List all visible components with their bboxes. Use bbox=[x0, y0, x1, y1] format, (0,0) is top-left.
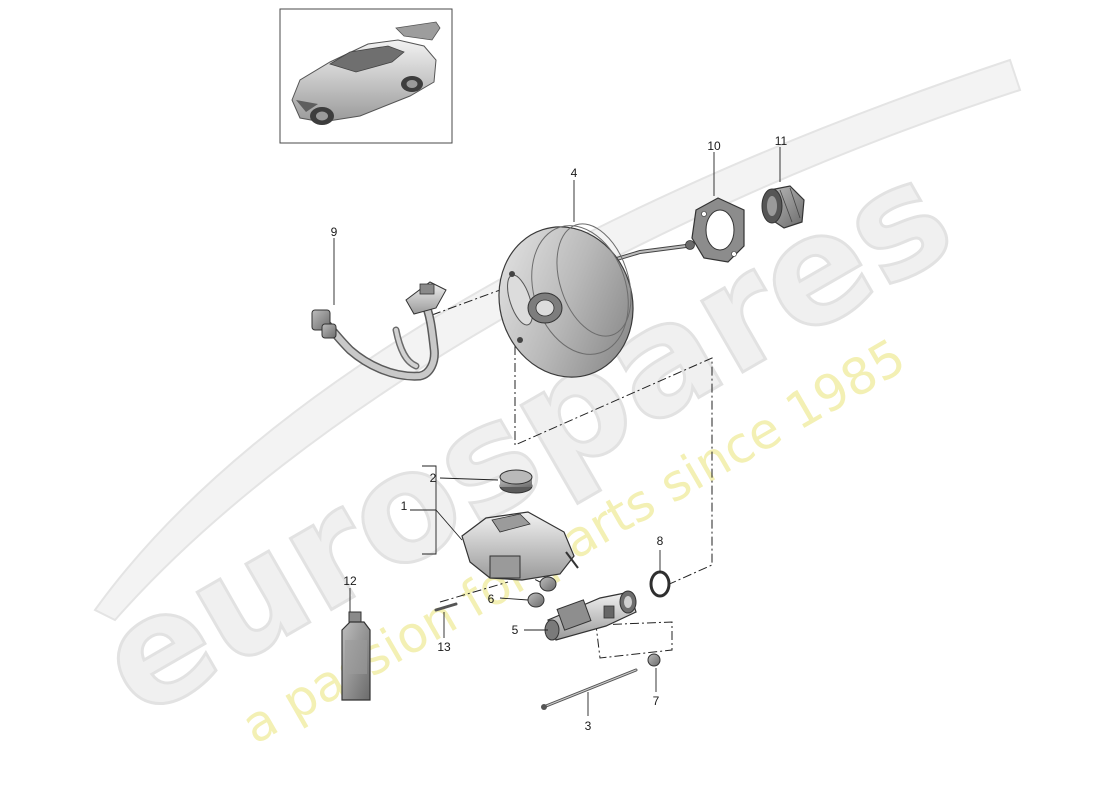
watermark-brand: eurospares bbox=[71, 126, 979, 751]
part-push-rod bbox=[541, 668, 638, 710]
callout-1: 1 bbox=[401, 499, 408, 513]
part-gasket bbox=[691, 197, 745, 263]
part-vacuum-line bbox=[311, 281, 447, 381]
leader-lines bbox=[333, 147, 781, 716]
callout-4: 4 bbox=[571, 166, 578, 180]
callout-11: 11 bbox=[775, 134, 788, 148]
car-image bbox=[291, 21, 441, 125]
callout-9: 9 bbox=[331, 225, 338, 239]
part-o-ring bbox=[649, 570, 671, 598]
part-reservoir-cap bbox=[499, 469, 533, 494]
callout-5: 5 bbox=[512, 623, 519, 637]
part-seal-ring bbox=[761, 185, 805, 229]
watermark: eurospares a passion for parts since 198… bbox=[70, 58, 1022, 755]
watermark-swoosh bbox=[93, 58, 1022, 622]
part-clip bbox=[647, 653, 661, 667]
part-master-cylinder bbox=[544, 590, 637, 641]
vehicle-thumbnail bbox=[279, 8, 453, 144]
part-reservoir bbox=[461, 511, 579, 581]
part-fluid-bottle bbox=[341, 611, 371, 701]
callout-labels: 4 9 10 11 2 1 8 12 6 5 13 7 3 bbox=[331, 134, 788, 733]
part-brake-booster bbox=[498, 223, 695, 378]
part-grommets bbox=[527, 576, 557, 608]
callout-10: 10 bbox=[707, 139, 721, 153]
callout-13: 13 bbox=[437, 640, 451, 654]
callout-2: 2 bbox=[430, 471, 437, 485]
callout-6: 6 bbox=[488, 592, 495, 606]
callout-8: 8 bbox=[657, 534, 664, 548]
part-pin bbox=[434, 602, 458, 612]
callout-7: 7 bbox=[653, 694, 660, 708]
callout-3: 3 bbox=[585, 719, 592, 733]
callout-12: 12 bbox=[343, 574, 357, 588]
